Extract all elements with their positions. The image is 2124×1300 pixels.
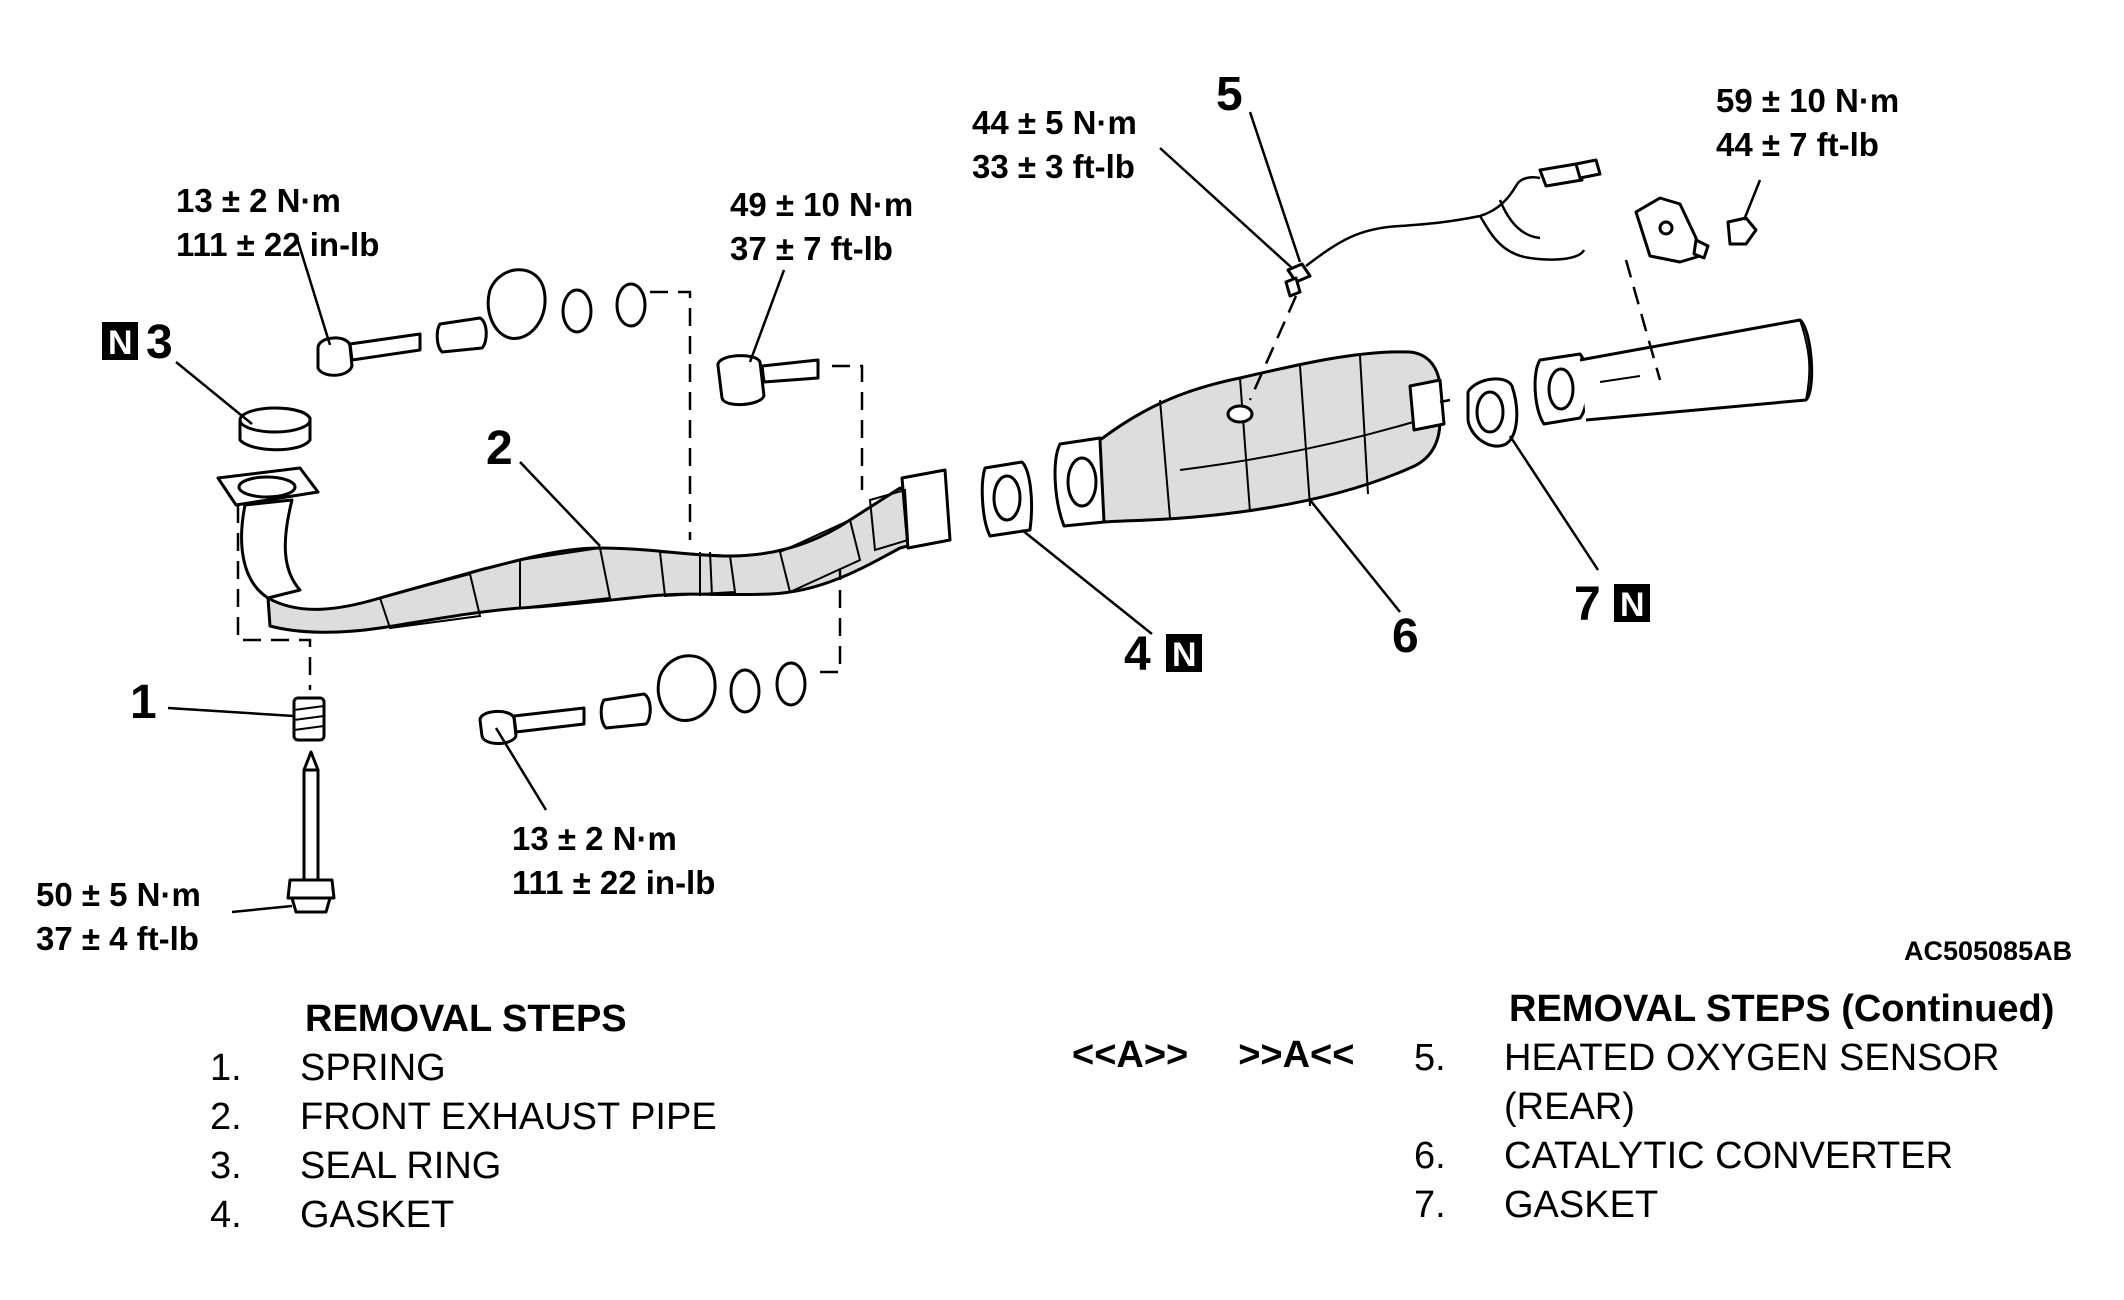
step-label: HEATED OXYGEN SENSOR	[1504, 1037, 2000, 1079]
step-item: 3. SEAL RING	[210, 1142, 925, 1191]
step-item: 4. GASKET	[210, 1191, 925, 1240]
step-label: CATALYTIC CONVERTER	[1504, 1135, 1954, 1177]
callout-2: 2	[486, 422, 513, 475]
step-label: (REAR)	[1504, 1086, 1635, 1128]
svg-text:37 ± 4 ft-lb: 37 ± 4 ft-lb	[36, 920, 199, 957]
step-label: FRONT EXHAUST PIPE	[300, 1096, 717, 1138]
svg-text:37 ± 7 ft-lb: 37 ± 7 ft-lb	[730, 230, 893, 267]
torque-label-upper-left: 13 ± 2 N·m 111 ± 22 in-lb	[176, 182, 379, 263]
torque-label-lower-mid: 13 ± 2 N·m 111 ± 22 in-lb	[512, 820, 715, 901]
spring	[292, 696, 326, 742]
bracket	[1634, 196, 1710, 264]
removal-steps-continued-list: 5. HEATED OXYGEN SENSOR (REAR) 6. CATALY…	[1414, 1034, 2114, 1230]
svg-text:3: 3	[146, 316, 173, 369]
reference-removal: >>A<<	[1238, 1034, 1355, 1076]
step-label: GASKET	[300, 1194, 455, 1236]
torque-label-bracket-nut: 59 ± 10 N·m 44 ± 7 ft-lb	[1716, 82, 1899, 163]
front-exhaust-pipe	[216, 466, 952, 634]
callout-7: 7 N	[1574, 578, 1650, 631]
step-label: GASKET	[1504, 1184, 1659, 1226]
step-number: 4.	[210, 1194, 242, 1236]
bolt-upper-mid	[716, 354, 820, 406]
step-number: 5.	[1414, 1037, 1446, 1079]
gasket-rear	[1466, 377, 1519, 448]
svg-text:49 ± 10 N·m: 49 ± 10 N·m	[730, 186, 913, 223]
callout-5: 5	[1216, 68, 1243, 121]
torque-label-sensor: 44 ± 5 N·m 33 ± 3 ft-lb	[972, 104, 1137, 185]
step-label: SPRING	[300, 1047, 446, 1089]
bolt-lower-left	[286, 750, 336, 914]
removal-steps-heading: REMOVAL STEPS	[305, 998, 627, 1040]
svg-text:N: N	[1620, 586, 1645, 624]
callout-1: 1	[130, 676, 157, 729]
step-number: 6.	[1414, 1135, 1446, 1177]
nut	[1726, 216, 1758, 246]
leader-lines	[167, 111, 1762, 914]
step-item: 5. HEATED OXYGEN SENSOR	[1414, 1034, 2114, 1083]
svg-text:4: 4	[1124, 628, 1151, 681]
svg-text:44 ± 5 N·m: 44 ± 5 N·m	[972, 104, 1137, 141]
n-mark-icon	[1166, 634, 1202, 672]
step-item: 6. CATALYTIC CONVERTER	[1414, 1132, 2114, 1181]
svg-text:59 ± 10 N·m: 59 ± 10 N·m	[1716, 82, 1899, 119]
figure-id: AC505085AB	[1904, 936, 2072, 960]
procedure-references: <<A>> >>A<<	[1072, 1034, 1354, 1077]
torque-label-lower-left: 50 ± 5 N·m 37 ± 4 ft-lb	[36, 876, 201, 957]
step-item: 2. FRONT EXHAUST PIPE	[210, 1093, 925, 1142]
step-number: 2.	[210, 1096, 242, 1138]
svg-text:N: N	[108, 324, 133, 362]
n-mark-icon	[1614, 584, 1650, 622]
svg-text:33 ± 3 ft-lb: 33 ± 3 ft-lb	[972, 148, 1135, 185]
callout-3: N 3	[102, 316, 173, 369]
step-number: 3.	[210, 1145, 242, 1187]
svg-text:7: 7	[1574, 578, 1601, 631]
svg-text:N: N	[1172, 636, 1197, 674]
svg-text:50 ± 5 N·m: 50 ± 5 N·m	[36, 876, 201, 913]
step-item: 7. GASKET	[1414, 1181, 2114, 1230]
step-item: 1. SPRING	[210, 1044, 925, 1093]
alignment-lines	[236, 259, 1662, 690]
removal-steps-continued: REMOVAL STEPS (Continued) 5. HEATED OXYG…	[1414, 985, 2114, 1230]
svg-text:13 ± 2 N·m: 13 ± 2 N·m	[512, 820, 677, 857]
svg-text:13 ± 2 N·m: 13 ± 2 N·m	[176, 182, 341, 219]
bolt-lower-mid	[478, 654, 807, 745]
removal-steps-list: 1. SPRING 2. FRONT EXHAUST PIPE 3. SEAL …	[210, 1044, 925, 1240]
exhaust-diagram: 13 ± 2 N·m 111 ± 22 in-lb 49 ± 10 N·m 37…	[36, 68, 2072, 960]
callout-6: 6	[1392, 610, 1419, 663]
step-number	[1414, 1083, 1504, 1132]
removal-steps-continued-heading: REMOVAL STEPS (Continued)	[1509, 988, 2055, 1030]
step-number: 7.	[1414, 1184, 1446, 1226]
torque-label-upper-mid: 49 ± 10 N·m 37 ± 7 ft-lb	[730, 186, 913, 267]
heated-oxygen-sensor	[1284, 158, 1602, 298]
gasket-front	[980, 460, 1034, 538]
seal-ring	[238, 406, 312, 452]
step-label: SEAL RING	[300, 1145, 502, 1187]
reference-installation: <<A>>	[1072, 1034, 1189, 1076]
callout-4: 4 N	[1124, 628, 1202, 681]
catalytic-converter	[1053, 350, 1451, 528]
removal-steps: REMOVAL STEPS 1. SPRING 2. FRONT EXHAUST…	[210, 995, 925, 1240]
n-mark-icon	[102, 322, 138, 360]
step-item: (REAR)	[1414, 1083, 2114, 1132]
svg-text:44 ± 7 ft-lb: 44 ± 7 ft-lb	[1716, 126, 1879, 163]
svg-text:111 ± 22 in-lb: 111 ± 22 in-lb	[176, 226, 379, 263]
step-number: 1.	[210, 1047, 242, 1089]
rear-pipe	[1533, 318, 1814, 426]
svg-text:111 ± 22 in-lb: 111 ± 22 in-lb	[512, 864, 715, 901]
bolt-upper-left	[316, 268, 647, 377]
